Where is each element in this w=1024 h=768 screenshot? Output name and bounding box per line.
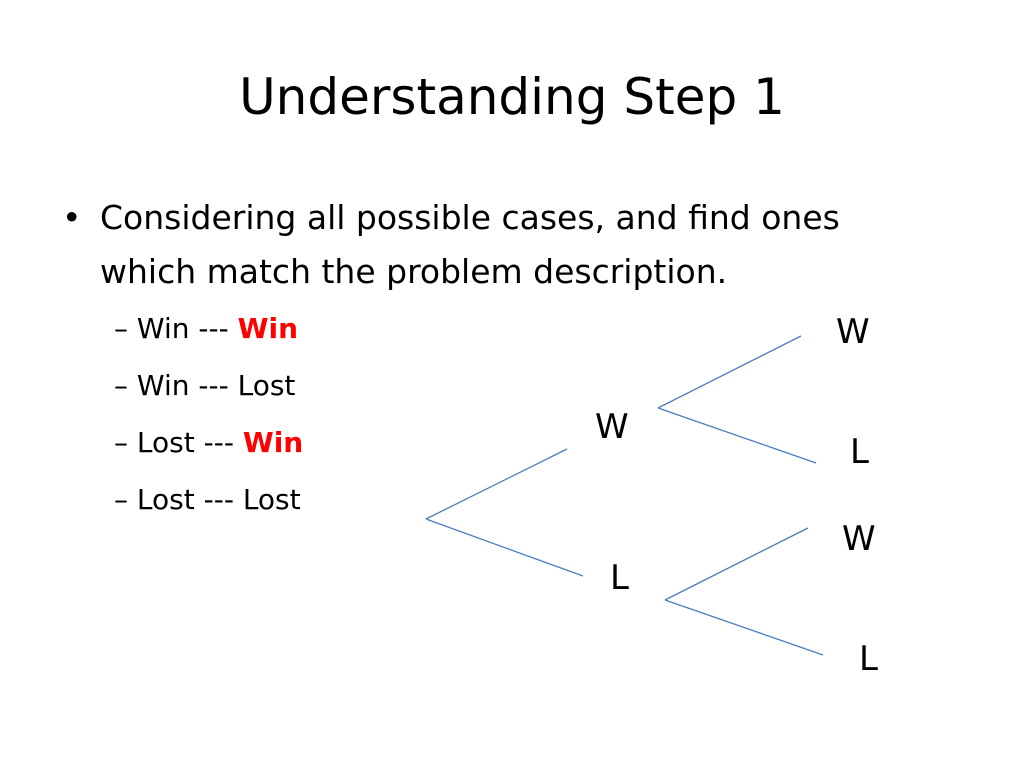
edge-l-to-w: [664, 527, 809, 601]
tree-node-l-w: W: [842, 519, 876, 559]
edge-l-to-l: [664, 599, 824, 656]
edge-root-to-l: [425, 518, 584, 577]
bullet-item: • Considering all possible cases, and fi…: [62, 191, 942, 299]
sub-item-text: – Win ---: [114, 312, 238, 345]
tree-node-w: W: [595, 407, 629, 447]
tree-node-l: L: [610, 558, 629, 598]
bullet-marker: •: [62, 198, 82, 237]
edge-root-to-w: [425, 448, 568, 520]
sub-item-3: – Lost --- Win: [114, 423, 303, 463]
tree-node-w-w: W: [836, 312, 870, 352]
edge-w-to-l: [657, 407, 817, 464]
sub-item-2: – Win --- Lost: [114, 366, 295, 406]
tree-node-l-l: L: [859, 639, 878, 679]
sub-item-1: – Win --- Win: [114, 309, 298, 349]
tree-node-w-l: L: [850, 432, 869, 472]
sub-item-text: – Win --- Lost: [114, 369, 296, 402]
sub-item-highlight: Win: [237, 312, 299, 345]
slide-title: Understanding Step 1: [239, 68, 785, 126]
sub-item-text: – Lost --- Lost: [114, 483, 301, 516]
sub-item-4: – Lost --- Lost: [114, 480, 301, 520]
sub-item-text: – Lost ---: [114, 426, 243, 459]
edge-w-to-w: [657, 335, 802, 409]
bullet-text: Considering all possible cases, and find…: [100, 198, 840, 291]
sub-item-highlight: Win: [242, 426, 304, 459]
